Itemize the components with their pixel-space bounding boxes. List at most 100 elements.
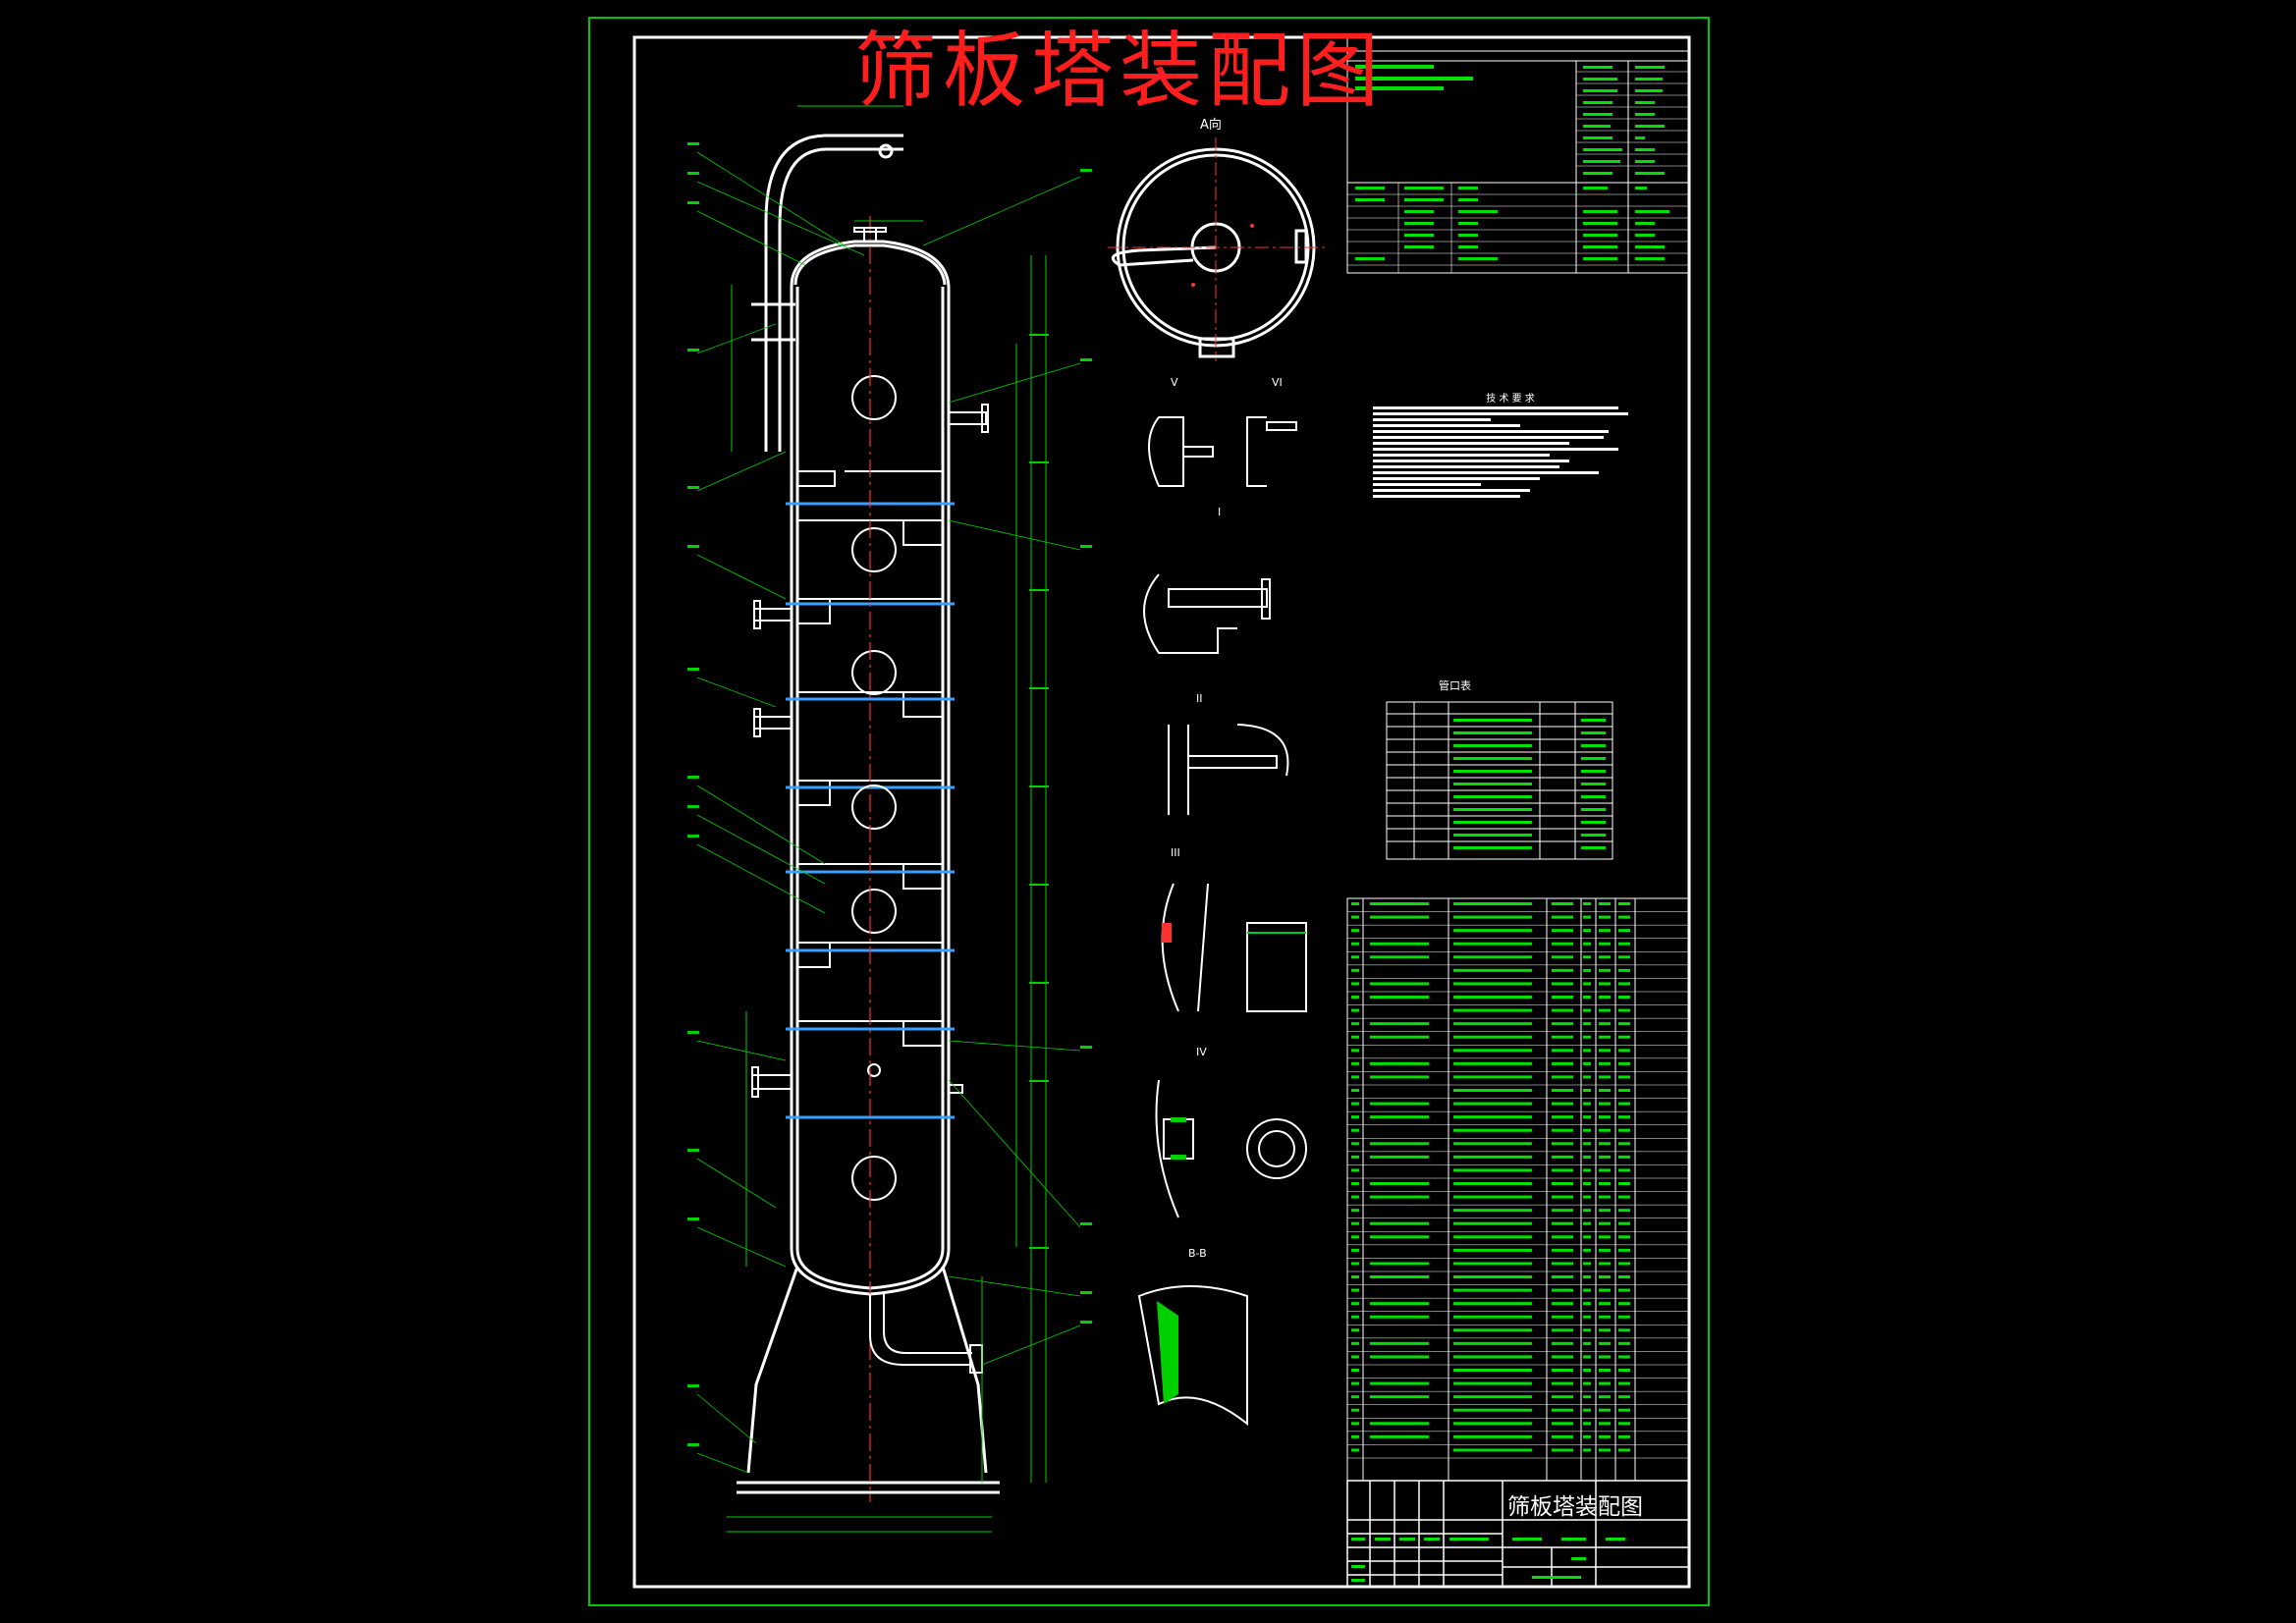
parts-cell-mark [1618,1075,1630,1079]
parts-cell-mark [1552,1355,1573,1359]
parts-cell-mark [1583,1008,1591,1012]
parts-cell-mark [1552,1315,1573,1319]
parts-cell-mark [1583,1115,1591,1119]
parts-cell-mark [1618,1235,1630,1239]
parts-cell-mark [1583,1315,1591,1319]
parts-cell-mark [1552,1049,1573,1053]
parts-cell-mark [1618,902,1630,905]
parts-cell-mark [1370,1315,1429,1319]
parts-cell-mark [1552,1115,1573,1119]
parts-cell-mark [1370,902,1429,905]
parts-list-rows [1347,911,1689,1459]
parts-cell-mark [1370,1355,1429,1359]
parts-cell-mark [1552,1369,1573,1372]
parts-cell-mark [1599,929,1611,933]
parts-cell-mark [1351,929,1359,933]
parts-cell-mark [1351,1061,1359,1065]
parts-cell-mark [1618,1422,1630,1426]
reflux-pipe [751,134,903,452]
parts-cell-mark [1370,1115,1429,1119]
parts-cell-mark [1618,1168,1630,1172]
parts-cell-mark [1453,1182,1532,1185]
parts-cell-mark [1583,1209,1591,1213]
parts-cell-mark [1583,1408,1591,1412]
parts-cell-mark [1453,902,1532,905]
parts-cell-mark [1453,1089,1532,1092]
parts-cell-mark [1351,1408,1359,1412]
parts-cell-mark [1618,1089,1630,1092]
parts-cell-mark [1453,1369,1532,1372]
parts-cell-mark [1552,982,1573,986]
parts-cell-mark [1583,1142,1591,1146]
parts-cell-mark [1453,1341,1532,1345]
parts-cell-mark [1583,1061,1591,1065]
parts-cell-mark [1453,1221,1532,1225]
design-data-rows [1347,71,1689,273]
parts-cell-mark [1599,902,1611,905]
parts-cell-mark [1351,1288,1359,1292]
technical-notes-title: 技 术 要 求 [1486,394,1535,405]
parts-cell-mark [1583,1341,1591,1345]
parts-cell-mark [1552,955,1573,959]
parts-cell-mark [1599,1422,1611,1426]
parts-cell-mark [1453,929,1532,933]
parts-cell-mark [1599,996,1611,999]
parts-cell-mark [1552,1221,1573,1225]
parts-cell-mark [1599,1102,1611,1106]
parts-cell-mark [1351,1262,1359,1266]
parts-cell-mark [1618,1142,1630,1146]
technical-notes: 技 术 要 求 [1373,395,1667,501]
parts-cell-mark [1370,1195,1429,1199]
parts-cell-mark [1552,1209,1573,1213]
parts-cell-mark [1599,1434,1611,1438]
parts-cell-mark [1599,955,1611,959]
title-block-text-bars [1351,1538,1625,1582]
parts-cell-mark [1583,1035,1591,1039]
parts-cell-mark [1351,1075,1359,1079]
parts-cell-mark [1599,1008,1611,1012]
parts-cell-mark [1552,1288,1573,1292]
parts-cell-mark [1453,1262,1532,1266]
parts-cell-mark [1599,1221,1611,1225]
parts-cell-mark [1552,1022,1573,1026]
parts-cell-mark [1453,1155,1532,1159]
parts-cell-mark [1618,929,1630,933]
parts-cell-mark [1552,1448,1573,1452]
parts-cell-mark [1370,996,1429,999]
section-label-vi: VI [1272,376,1283,389]
parts-cell-mark [1351,1155,1359,1159]
section-label-iv: IV [1196,1046,1207,1058]
parts-cell-mark [1552,1182,1573,1185]
parts-cell-mark [1552,1302,1573,1306]
parts-cell-mark [1351,1049,1359,1053]
parts-cell-mark [1583,902,1591,905]
parts-cell-mark [1453,955,1532,959]
parts-cell-mark [1552,1035,1573,1039]
parts-cell-mark [1453,1288,1532,1292]
parts-cell-mark [1351,1195,1359,1199]
parts-cell-mark [1351,1448,1359,1452]
leader-lines [696,151,1081,1474]
parts-cell-mark [1351,1221,1359,1225]
parts-cell-mark [1370,1434,1429,1438]
parts-cell-mark [1453,1328,1532,1332]
parts-cell-mark [1370,1422,1429,1426]
parts-cell-mark [1552,1235,1573,1239]
parts-cell-mark [1618,1155,1630,1159]
parts-cell-mark [1599,1209,1611,1213]
parts-cell-mark [1453,1275,1532,1278]
parts-cell-mark [1351,1142,1359,1146]
parts-cell-mark [1351,1209,1359,1213]
parts-cell-mark [1552,1128,1573,1132]
parts-cell-mark [1583,1022,1591,1026]
parts-cell-mark [1453,1115,1532,1119]
parts-cell-mark [1599,1128,1611,1132]
parts-cell-mark [1453,1008,1532,1012]
parts-cell-mark [1453,968,1532,972]
section-label-i: I [1218,506,1222,518]
section-label-iii: III [1171,846,1180,859]
parts-cell-mark [1351,942,1359,946]
parts-cell-mark [1599,1448,1611,1452]
parts-cell-mark [1618,1315,1630,1319]
